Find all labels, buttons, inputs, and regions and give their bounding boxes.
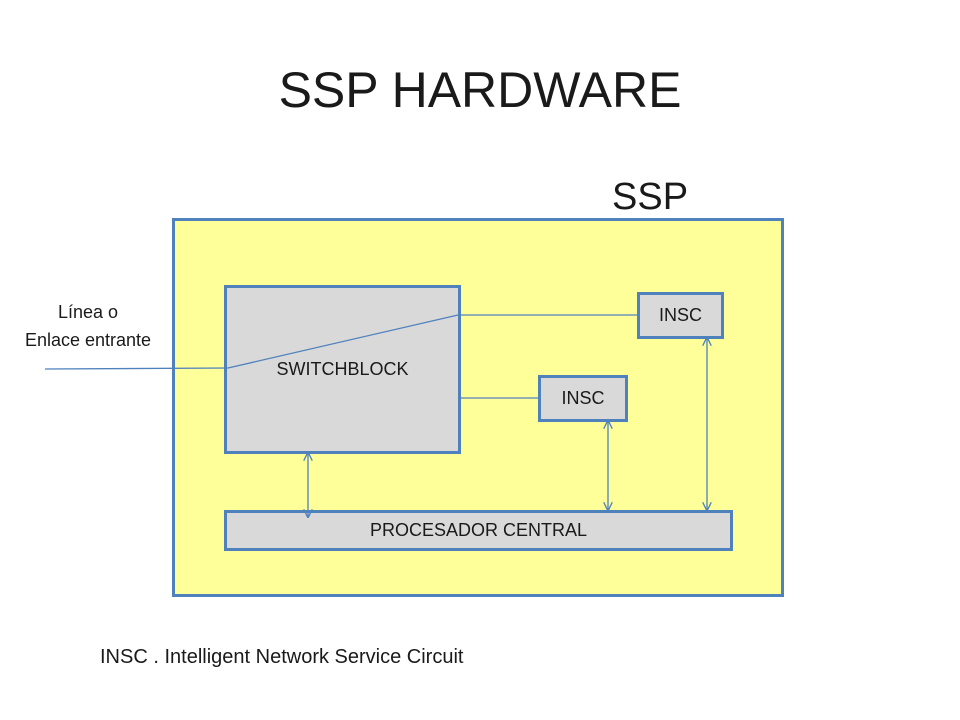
insc-footnote: INSC . Intelligent Network Service Circu… [100,646,464,668]
insc-box-top: INSC [637,292,724,339]
incoming-line [44,367,229,370]
procesador-central-label: PROCESADOR CENTRAL [369,520,588,540]
slide-title: SSP HARDWARE [278,62,682,118]
ssp-label: SSP [612,176,689,218]
incoming-line-label-line1: Línea o [57,302,119,322]
insc-box-middle: INSC [538,375,628,422]
incoming-line-label: Línea o Enlace entrante [0,298,176,354]
switch-path-diagonal [227,314,459,369]
insc-middle-label: INSC [561,388,605,408]
switchblock-box: SWITCHBLOCK [224,285,461,454]
incoming-line-label-line2: Enlace entrante [24,330,152,350]
insc-top-label: INSC [658,305,702,325]
switchblock-label: SWITCHBLOCK [276,359,409,379]
